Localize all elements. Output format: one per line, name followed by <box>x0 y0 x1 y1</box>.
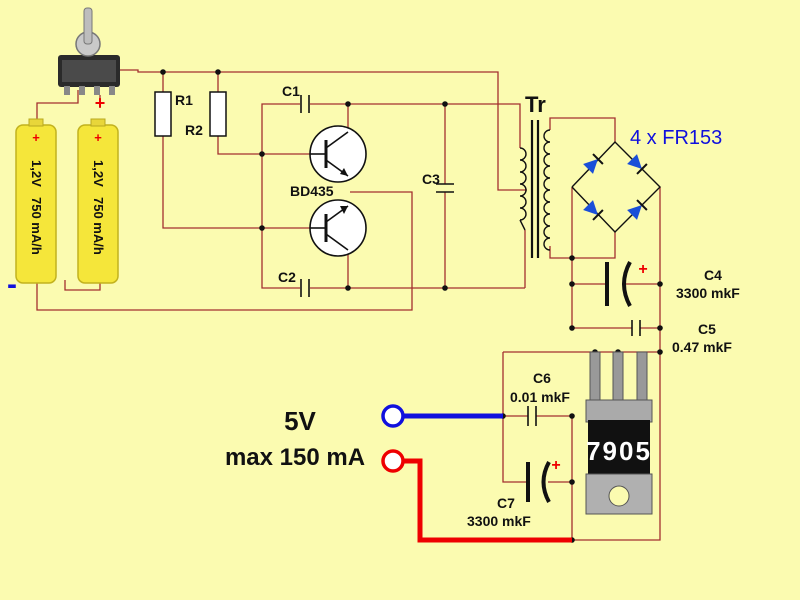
battery-minus-sign: - <box>7 268 17 301</box>
toggle-switch-icon <box>58 7 120 95</box>
battery-2-capacity: 750 mA/h <box>91 197 106 255</box>
voltage-regulator-icon <box>585 351 653 515</box>
wire-return-right <box>572 352 661 541</box>
output-current-label: max 150 mA <box>225 444 365 471</box>
diode-bridge <box>571 140 661 234</box>
wire-c6-right <box>536 415 573 540</box>
wire-negative-rail <box>36 191 413 311</box>
c1-label: C1 <box>282 83 300 99</box>
wire-r1-bottom <box>162 136 310 229</box>
bridge-label: 4 x FR153 <box>630 127 722 149</box>
wire-secondary-bottom <box>549 232 616 259</box>
c6-value-label: 0.01 mkF <box>510 389 570 405</box>
c4-name-label: C4 <box>704 267 722 283</box>
capacitor-c5-icon <box>631 320 641 336</box>
wire-battery-left <box>36 90 79 125</box>
transformer-label: Tr <box>525 92 546 117</box>
wire-r2-bottom <box>217 136 310 155</box>
capacitor-c4-icon <box>605 261 632 307</box>
output-voltage-label: 5V <box>284 406 316 436</box>
output-terminal-negative-icon[interactable] <box>381 404 405 428</box>
wire-primary-top <box>445 103 521 148</box>
transistor-q2-icon <box>309 199 367 257</box>
r1-label: R1 <box>175 92 193 108</box>
c6-name-label: C6 <box>533 370 551 386</box>
battery-1-capacity: 750 mA/h <box>29 197 44 255</box>
capacitor-c1-icon <box>300 95 310 113</box>
wire-secondary-top <box>549 117 616 142</box>
transistor-label: BD435 <box>290 183 334 199</box>
regulator-label: 7905 <box>586 436 652 466</box>
c2-label: C2 <box>278 269 296 285</box>
battery-1-voltage: 1,2V <box>29 160 44 187</box>
battery-2-plus: + <box>94 130 102 145</box>
battery-2-icon: + 1,2V 750 mA/h <box>77 118 119 284</box>
battery-1-plus: + <box>32 130 40 145</box>
wire-reg-left-down <box>502 352 527 483</box>
battery-1-icon: + 1,2V 750 mA/h <box>15 118 57 284</box>
output-positive-wire <box>403 458 572 543</box>
r2-label: R2 <box>185 122 203 138</box>
wire-top-rail <box>120 69 527 191</box>
c5-name-label: C5 <box>698 321 716 337</box>
transistor-q1-icon <box>309 125 367 183</box>
output-terminal-positive-icon[interactable] <box>381 449 405 473</box>
resistor-r1-icon <box>154 91 172 137</box>
wire-c1 <box>261 103 300 154</box>
c7-plus: + <box>551 457 560 474</box>
c4-plus: + <box>638 261 647 278</box>
wire-battery-link <box>64 280 101 291</box>
capacitor-c2-icon <box>300 279 310 297</box>
c5-value-label: 0.47 mkF <box>672 339 732 355</box>
capacitor-c3-icon <box>436 183 454 193</box>
c3-label: C3 <box>422 171 440 187</box>
battery-2-voltage: 1,2V <box>91 160 106 187</box>
switch-plus-sign: + <box>95 93 106 113</box>
capacitor-c7-icon <box>526 461 551 503</box>
c4-value-label: 3300 mkF <box>676 285 740 301</box>
transformer-icon <box>519 120 551 258</box>
c7-value-label: 3300 mkF <box>467 513 531 529</box>
resistor-r2-icon <box>209 91 227 137</box>
capacitor-c6-icon <box>527 406 537 426</box>
wire-c2-left <box>261 154 300 289</box>
c7-name-label: C7 <box>497 495 515 511</box>
